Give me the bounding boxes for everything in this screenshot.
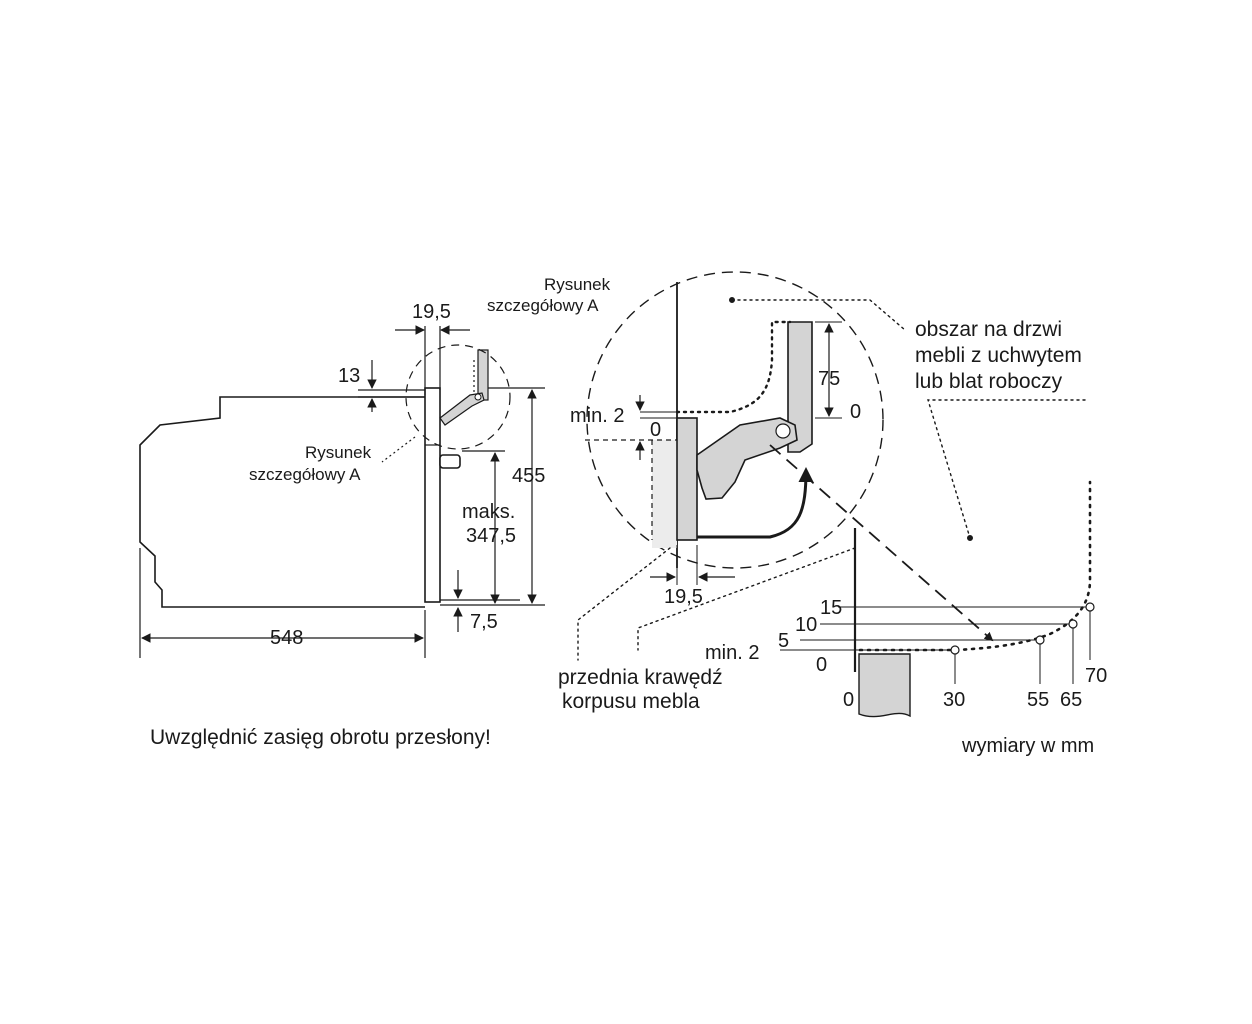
swing-x-65: 65 [1060,689,1082,711]
dim-max-value: 347,5 [466,525,516,547]
dim-455: 455 [512,465,545,487]
swing-x-30: 30 [943,689,965,711]
oven-body-outline [139,396,425,608]
detail-circle-large [586,271,884,569]
dim-548: 548 [270,627,303,649]
detail-label-small-1: Rysunek [305,443,372,462]
swing-chart-labels: 15 10 5 min. 2 0 0 30 55 65 70 [705,597,1107,711]
dim-13: 13 [338,365,360,387]
notes: obszar na drzwi mebli z uchwytem lub bla… [150,318,1094,757]
detail-zero-left: 0 [650,419,661,441]
footer-note-right: wymiary w mm [961,735,1094,757]
oven-side-view [139,344,511,608]
swing-y-5: 5 [778,630,789,652]
detail-dim-75: 75 [818,368,840,390]
control-knob [439,454,461,469]
swing-point-65 [1068,619,1078,629]
swing-point-30 [950,645,960,655]
swing-arrow [697,467,814,539]
dim-max-label: maks. [462,501,515,523]
swing-point-55 [1035,635,1045,645]
swing-x-55: 55 [1027,689,1049,711]
detail-a-title-2: szczegółowy A [487,296,599,315]
front-edge-note-2: korpusu mebla [562,690,700,713]
swing-x-70: 70 [1085,665,1107,687]
detail-circle-small [405,344,511,450]
swing-y-0: 0 [816,654,827,676]
swing-point-70 [1085,602,1095,612]
detail-a-title-1: Rysunek [544,275,611,294]
small-hinge-arm [439,392,485,426]
detail-zero-right: 0 [850,401,861,423]
hinge-arm [696,417,798,500]
footer-note-left: Uwzględnić zasięg obrotu przesłony! [150,726,491,749]
swing-y-15: 15 [820,597,842,619]
swing-y-10: 10 [795,614,817,636]
swing-y-min2: min. 2 [705,642,759,664]
area-note-2: mebli z uchwytem [915,344,1082,367]
furniture-region [652,440,677,548]
front-edge-note-1: przednia krawędź [558,666,723,689]
door-panel-lower [676,417,698,541]
swing-chart [780,480,1095,718]
detail-min-2: min. 2 [570,405,624,427]
dim-7-5: 7,5 [470,611,498,633]
detail-a-labels: Rysunek szczegółowy A min. 2 0 75 0 19,5 [487,275,861,608]
detail-a-view [577,271,1086,661]
dim-19-5-top: 19,5 [412,301,451,323]
detail-dim-19-5: 19,5 [664,586,703,608]
oven-front-panel [424,387,441,603]
area-note-3: lub blat roboczy [915,370,1063,393]
furniture-block [858,653,911,718]
door-dotted-path [675,320,792,414]
swing-x-0: 0 [843,689,854,711]
to-chart-arrow [769,444,994,642]
detail-label-small-2: szczegółowy A [249,465,361,484]
side-view-labels: 19,5 13 455 maks. 347,5 7,5 548 Rysunek … [249,301,545,649]
side-view-dimensions [139,325,545,658]
small-door-detail [477,349,489,401]
swing-curve [858,480,1092,652]
area-note-1: obszar na drzwi [915,318,1062,341]
